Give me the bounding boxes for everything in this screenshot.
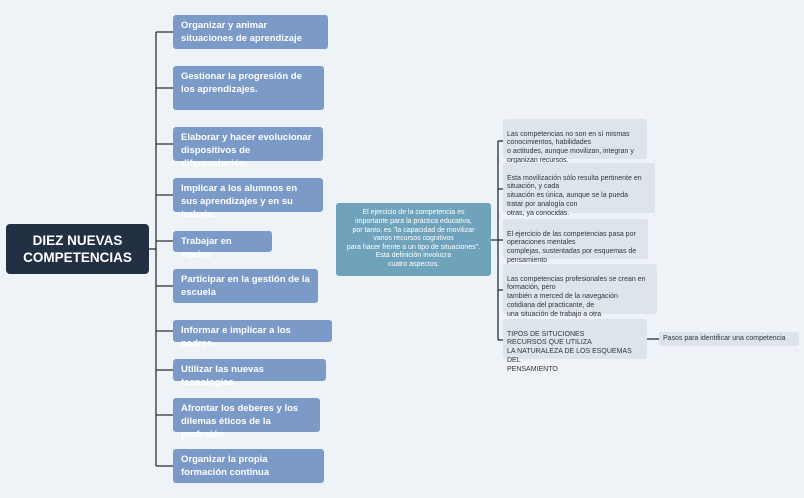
competencia-10-label: Organizar la propia formación continua <box>181 454 270 478</box>
competencia-1[interactable]: Organizar y animar situaciones de aprend… <box>173 15 328 49</box>
root-label: DIEZ NUEVAS COMPETENCIAS <box>23 233 132 265</box>
aspecto-5[interactable]: TIPOS DE SITUCIONES RECURSOS QUE UTILIZA… <box>503 319 647 373</box>
competencia-1-label: Organizar y animar situaciones de aprend… <box>181 20 302 44</box>
competencia-7[interactable]: Informar e implicar a los padres. <box>173 320 332 349</box>
competencia-5[interactable]: Trabajar en equipo <box>173 231 272 260</box>
competencia-4-label: Implicar a los alumnos en sus aprendizaj… <box>181 183 298 220</box>
aspecto-3-text: El ejercicio de las competencias pasa po… <box>507 230 637 264</box>
competencia-6[interactable]: Participar en la gestión de la escuela <box>173 269 318 303</box>
competencia-2-label: Gestionar la progresión de los aprendiza… <box>181 71 302 95</box>
pasos-identificar[interactable]: Pasos para identificar una competencia <box>659 332 799 346</box>
aspecto-4-text: Las competencias profesionales se crean … <box>507 275 646 318</box>
aspecto-1[interactable]: Las competencias no son en sí mismas con… <box>503 119 647 164</box>
competencia-5-label: Trabajar en equipo <box>181 236 232 260</box>
competencia-3[interactable]: Elaborar y hacer evolucionar dispositivo… <box>173 127 323 169</box>
pasos-identificar-label: Pasos para identificar una competencia <box>663 335 786 342</box>
central-definition-text: El ejercicio de la competencia es import… <box>346 209 481 268</box>
aspecto-1-text: Las competencias no son en sí mismas con… <box>507 130 634 164</box>
aspecto-2[interactable]: Esta movilización sólo resulta pertinent… <box>503 163 655 217</box>
competencia-6-label: Participar en la gestión de la escuela <box>181 274 310 298</box>
central-definition[interactable]: El ejercicio de la competencia es import… <box>336 203 491 276</box>
root-topic[interactable]: DIEZ NUEVAS COMPETENCIAS <box>6 224 149 274</box>
competencia-9[interactable]: Afrontar los deberes y los dilemas ético… <box>173 398 320 440</box>
aspecto-5-text: TIPOS DE SITUCIONES RECURSOS QUE UTILIZA… <box>507 330 632 373</box>
aspecto-2-text: Esta movilización sólo resulta pertinent… <box>507 174 642 217</box>
competencia-8-label: Utilizar las nuevas tecnologías. <box>181 364 264 388</box>
aspecto-4[interactable]: Las competencias profesionales se crean … <box>503 264 657 318</box>
aspecto-3[interactable]: El ejercicio de las competencias pasa po… <box>503 219 648 264</box>
competencia-10[interactable]: Organizar la propia formación continua <box>173 449 324 483</box>
competencia-9-label: Afrontar los deberes y los dilemas ético… <box>181 403 299 440</box>
competencia-4[interactable]: Implicar a los alumnos en sus aprendizaj… <box>173 178 323 220</box>
competencia-8[interactable]: Utilizar las nuevas tecnologías. <box>173 359 326 388</box>
competencia-2[interactable]: Gestionar la progresión de los aprendiza… <box>173 66 324 110</box>
competencia-7-label: Informar e implicar a los padres. <box>181 325 291 349</box>
competencia-3-label: Elaborar y hacer evolucionar dispositivo… <box>181 132 312 169</box>
